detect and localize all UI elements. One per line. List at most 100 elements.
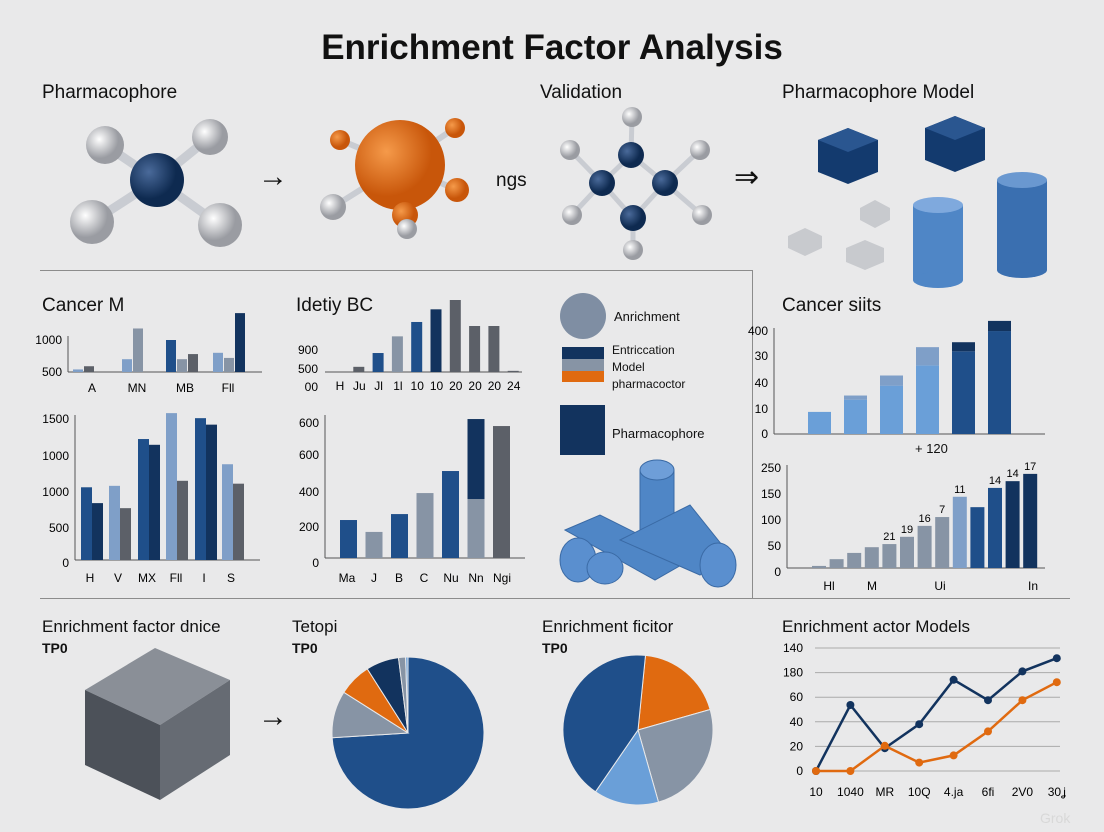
legend-swatch [562, 371, 604, 382]
bar [442, 471, 459, 558]
bar [808, 411, 831, 434]
y-tick-label: 600 [299, 416, 319, 430]
x-tick-label: H [86, 571, 95, 585]
x-tick-label: MN [128, 381, 147, 395]
bar [122, 359, 132, 372]
y-tick-label: 1000 [42, 449, 69, 463]
y-tick-label: 0 [761, 427, 768, 441]
y-tick-label: 1500 [42, 412, 69, 426]
bar [935, 517, 950, 568]
y-tick-label: 00 [305, 380, 319, 394]
divider [40, 270, 752, 271]
bar [844, 399, 867, 434]
bar [1023, 473, 1038, 568]
x-tick-label: 20 [449, 379, 463, 393]
bar [133, 328, 143, 372]
bar [109, 485, 120, 560]
x-tick-label: A [88, 381, 96, 395]
x-tick-label: Fll [222, 381, 235, 395]
x-tick-label: 2V0 [1012, 785, 1034, 799]
pharmacophore-model-label: Pharmacophore Model [782, 82, 975, 103]
bar-data-label: 11 [954, 484, 965, 496]
y-tick-label: 500 [49, 521, 69, 535]
y-tick-label: 150 [761, 487, 781, 501]
bar [411, 321, 423, 372]
legend-swatch [560, 405, 605, 455]
legend-swatch [562, 359, 604, 371]
bar [353, 366, 365, 372]
orange-molecule-icon [320, 118, 469, 239]
pie2-title: Enrichment ficitor [542, 617, 674, 636]
x-tick-label: 24 [507, 379, 521, 393]
x-tick-label: Ui [934, 579, 945, 593]
bar [372, 353, 384, 372]
y-tick-label: 500 [298, 362, 318, 376]
series-line [816, 681, 1058, 773]
bar [847, 552, 862, 568]
data-point [846, 767, 855, 775]
data-point [984, 727, 992, 736]
x-tick-label: 1l [393, 379, 402, 393]
legend-label: Entriccation [612, 343, 675, 357]
bar [864, 547, 879, 568]
bar [880, 375, 903, 386]
x-tick-label: V [114, 571, 122, 585]
bar [880, 385, 903, 434]
bar [233, 483, 244, 560]
y-tick-label: 900 [298, 343, 318, 357]
y-tick-label: 180 [783, 666, 803, 680]
x-tick-label: 20 [488, 379, 502, 393]
y-tick-label: 0 [774, 565, 781, 579]
bar [829, 559, 844, 568]
bar-data-label: 7 [939, 504, 945, 516]
bar [365, 531, 383, 558]
legend-swatch [562, 347, 604, 359]
x-tick-label: I [202, 571, 205, 585]
x-tick-label: 10 [809, 785, 823, 799]
chart-title-idetiy-bc: Idetiy BC [296, 295, 374, 316]
bar [120, 508, 131, 560]
x-tick-label: 10 [430, 379, 444, 393]
legend-label: Pharmacophore [612, 426, 705, 441]
x-tick-label: Ma [339, 571, 356, 585]
molecule-icon [70, 119, 242, 247]
data-point [949, 751, 958, 760]
watermark-logo: Grok [1040, 810, 1071, 826]
bar [206, 424, 217, 560]
data-point [1018, 667, 1027, 676]
bar [84, 366, 94, 372]
bar [416, 493, 434, 558]
x-tick-label: 20 [468, 379, 482, 393]
x-tick-label: Nn [468, 571, 483, 585]
y-tick-label: 400 [299, 485, 319, 499]
y-tick-label: 1000 [35, 333, 62, 347]
x-tick-label: 4.ja [944, 785, 964, 799]
bar [177, 359, 187, 372]
series-line [814, 657, 1058, 772]
bar [917, 525, 932, 568]
data-point [915, 720, 924, 729]
bar [988, 487, 1002, 568]
bar [166, 413, 177, 560]
y-tick-label: 100 [761, 513, 781, 527]
bar [882, 544, 897, 568]
bar [467, 499, 485, 558]
double-arrow-icon: ⇒ [734, 161, 760, 194]
y-tick-label: 50 [768, 539, 782, 553]
bar [844, 395, 867, 400]
bar [138, 439, 149, 560]
bar [916, 365, 939, 434]
pharmacophore-model-shapes [788, 116, 1047, 288]
bar [92, 503, 103, 560]
x-tick-label: MB [176, 381, 194, 395]
x-tick-label: M [867, 579, 877, 593]
x-tick-label: J [371, 571, 377, 585]
legend-label: Anrichment [614, 309, 680, 324]
bar [988, 331, 1011, 434]
x-tick-label: Hl [823, 579, 834, 593]
legend-circle-swatch [560, 293, 606, 339]
validation-molecule-icon [560, 107, 712, 260]
bar [812, 565, 826, 568]
bar [916, 347, 939, 366]
bar [224, 357, 234, 372]
